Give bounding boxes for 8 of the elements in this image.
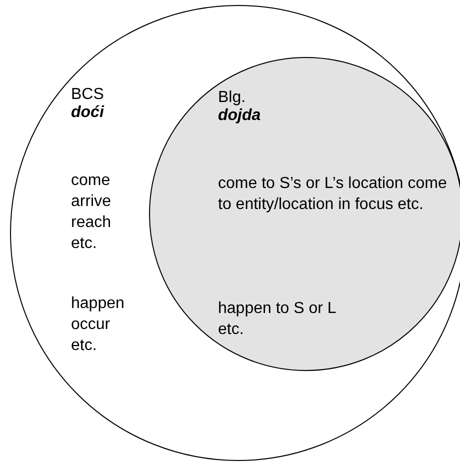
meaning-list: come to S’s or L’s location come to entity/location in focus etc. xyxy=(218,173,460,215)
meaning-list: happen occur etc. xyxy=(71,293,129,356)
language-label: BCS xyxy=(71,85,105,105)
meaning-list: come arrive reach etc. xyxy=(71,170,129,254)
language-label: Blg. xyxy=(218,88,247,108)
verb-label: doći xyxy=(71,103,106,123)
meaning-list: happen to S or L etc. xyxy=(218,298,352,340)
verb-label: dojda xyxy=(218,106,262,126)
